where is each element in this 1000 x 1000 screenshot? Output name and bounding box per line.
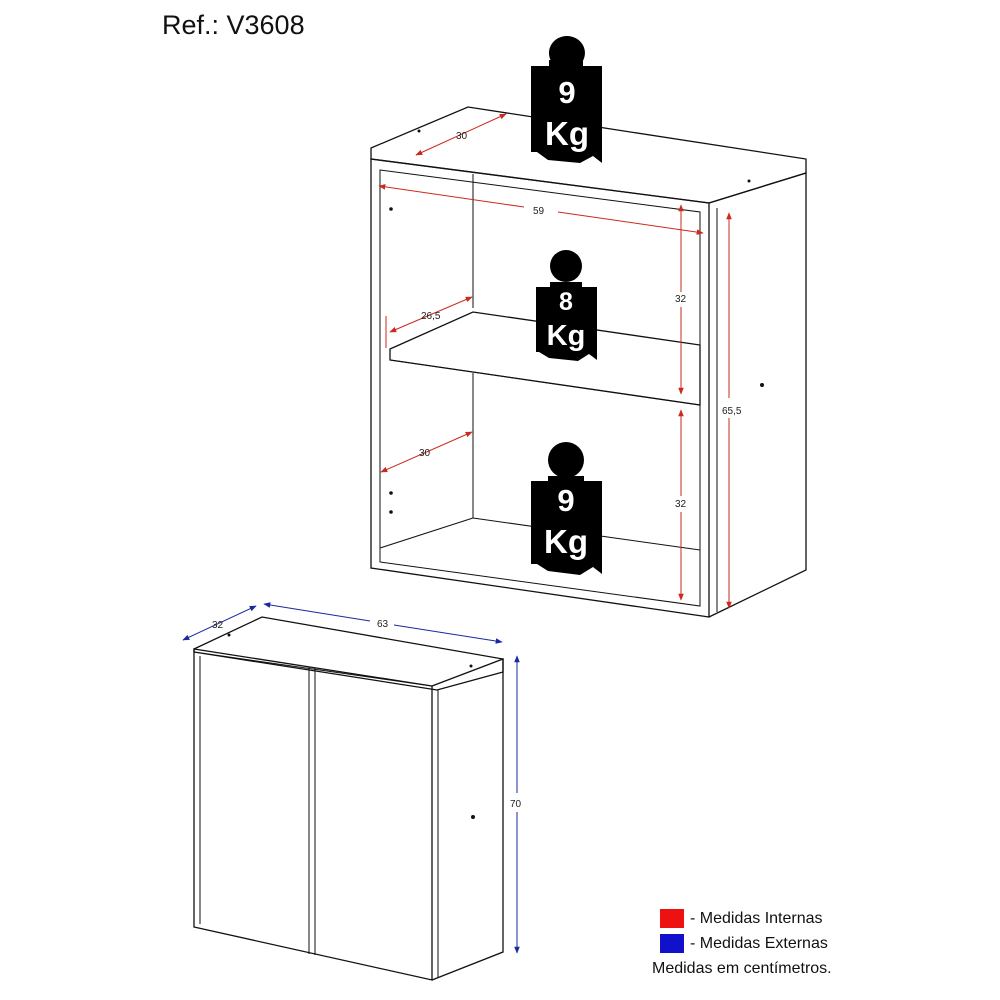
dim-ext-width-line-left	[263, 602, 371, 622]
closed-cabinet-drawing	[193, 616, 504, 981]
top-hole	[227, 633, 231, 637]
dim-inner-width-line-left	[378, 184, 525, 208]
units-note: Medidas em centímetros.	[652, 960, 832, 977]
internal-dimensions: 30 59 32 26,5 65,5 30 32	[378, 113, 742, 609]
dim-ext-height-label: 70	[510, 799, 522, 810]
closed-cabinet-front	[193, 648, 433, 981]
door-top-edge	[193, 651, 433, 687]
weight-badge-middle: 8 Kg	[536, 250, 597, 361]
dim-lower-depth-label: 30	[419, 448, 431, 459]
weight-middle-number: 8	[559, 288, 573, 316]
shelf-front-edge	[389, 359, 701, 406]
mounting-hole	[760, 383, 764, 387]
cabinet-inner-opening	[379, 169, 701, 607]
dim-top-depth-label: 30	[456, 131, 468, 142]
weight-badge-top: 9 Kg	[531, 36, 602, 163]
mounting-hole	[471, 815, 475, 819]
dim-shelf-depth-label: 26,5	[421, 311, 441, 322]
legend-item-external: - Medidas Externas	[660, 931, 832, 956]
legend-item-internal: - Medidas Internas	[660, 906, 832, 931]
closed-cabinet-side	[431, 658, 504, 981]
dim-outer-height-label: 65,5	[722, 406, 742, 417]
hinge-hole	[389, 510, 393, 514]
dim-top-depth-line	[415, 113, 507, 156]
legend-label-internal: - Medidas Internas	[690, 909, 823, 927]
hinge-hole	[389, 207, 393, 211]
dim-ext-width-label: 63	[377, 619, 389, 630]
top-hole	[469, 664, 473, 668]
bottom-side-line	[379, 517, 474, 549]
reference-title: Ref.: V3608	[162, 10, 305, 40]
hinge-hole	[389, 491, 393, 495]
weight-top-unit: Kg	[545, 115, 589, 152]
dim-inner-width-label: 59	[533, 206, 545, 217]
weight-bottom-unit: Kg	[544, 523, 588, 560]
top-hole	[747, 179, 751, 183]
weight-badge-bottom: 9 Kg	[531, 442, 602, 575]
top-hole	[417, 129, 421, 133]
dim-lower-depth-line	[380, 431, 473, 473]
weight-top-number: 9	[558, 75, 575, 110]
weight-middle-unit: Kg	[547, 320, 586, 352]
external-dimensions: 32 63 70	[182, 602, 522, 954]
dim-inner-width-line-right	[557, 211, 704, 235]
legend-swatch-external	[660, 934, 684, 953]
cabinet-right-side	[708, 172, 807, 618]
legend-swatch-internal	[660, 909, 684, 928]
dim-ext-width-line-right	[393, 624, 503, 644]
dim-ext-depth-label: 32	[212, 620, 224, 631]
legend-label-external: - Medidas Externas	[690, 934, 828, 952]
weight-bottom-number: 9	[557, 483, 574, 518]
closed-cabinet-top	[193, 616, 504, 691]
dim-ext-depth-line	[182, 605, 257, 641]
dim-lower-height-label: 32	[675, 499, 687, 510]
legend: - Medidas Internas - Medidas Externas Me…	[652, 906, 832, 978]
dim-upper-height-label: 32	[675, 294, 687, 305]
dim-shelf-depth-line	[389, 296, 473, 333]
